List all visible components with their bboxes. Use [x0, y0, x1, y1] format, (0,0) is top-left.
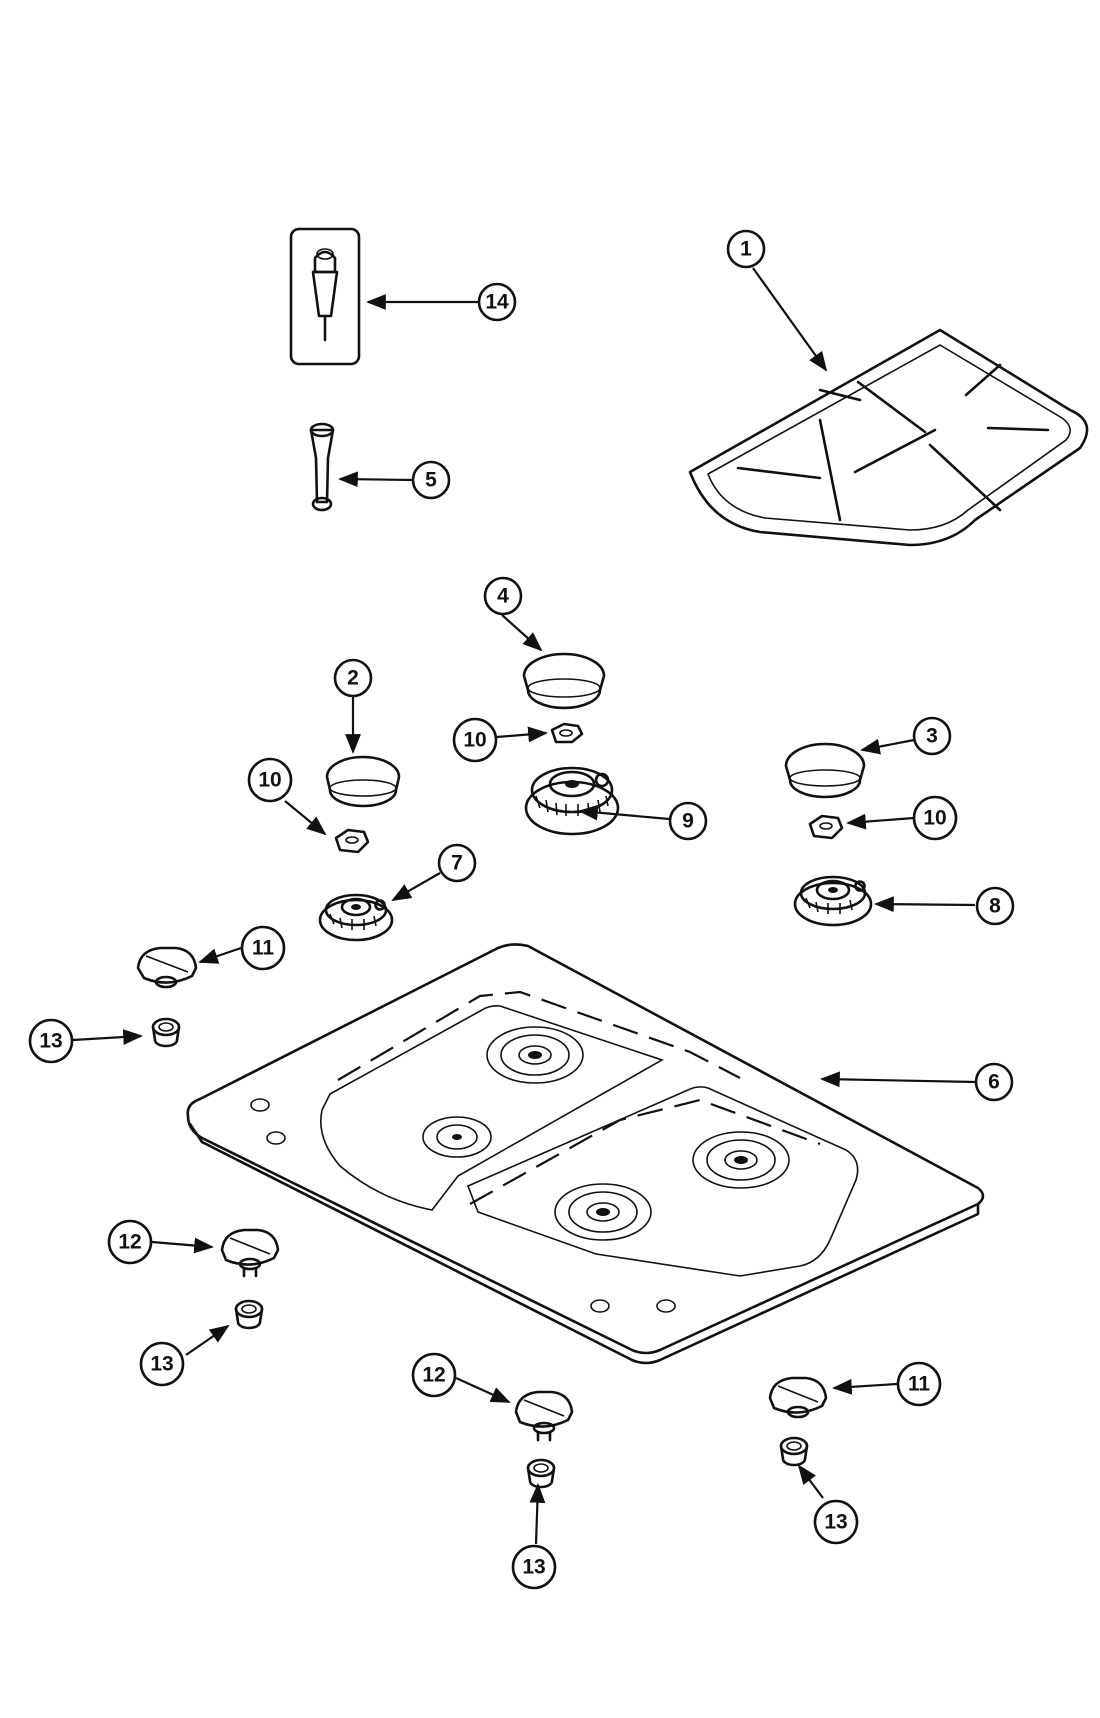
callout-4: 4: [483, 576, 523, 616]
part-grate: [688, 328, 1089, 547]
callout-label: 9: [682, 810, 694, 833]
callout-10-top: 10: [452, 717, 498, 763]
part-knob-12-bottom: [514, 1390, 574, 1442]
callout-label: 14: [485, 291, 509, 314]
callout-label: 3: [926, 725, 938, 748]
part-burner-head-right: [793, 875, 873, 927]
part-burner-cap-large: [522, 652, 606, 710]
callout-label: 2: [347, 667, 359, 690]
part-burner-cap-right: [784, 742, 866, 799]
part-knob-12-left: [220, 1228, 280, 1278]
callout-13-upper: 13: [28, 1018, 74, 1064]
leader-lines: [72, 267, 977, 1545]
callout-label: 8: [989, 895, 1001, 918]
callout-label: 13: [150, 1353, 173, 1376]
callout-label: 11: [252, 937, 275, 960]
callout-label: 10: [258, 769, 281, 792]
callout-label: 6: [988, 1071, 1000, 1094]
part-knob-11-lower: [768, 1376, 828, 1419]
callout-13-bottom: 13: [511, 1544, 557, 1590]
callout-12-bottom: 12: [411, 1352, 457, 1398]
callout-6: 6: [974, 1062, 1014, 1102]
callout-11-upper: 11: [240, 925, 286, 971]
callout-label: 13: [39, 1030, 62, 1053]
part-bezel-upper: [151, 1017, 181, 1048]
callout-label: 12: [118, 1231, 141, 1254]
callout-1: 1: [726, 229, 766, 269]
callout-11-lower: 11: [896, 1361, 942, 1407]
callout-label: 5: [425, 469, 437, 492]
part-hex-nut-top: [550, 722, 584, 744]
part-bezel-bottom: [526, 1458, 556, 1489]
callout-3: 3: [912, 716, 952, 756]
callout-label: 10: [463, 729, 486, 752]
callout-label: 11: [908, 1373, 931, 1396]
callout-13-right: 13: [813, 1499, 859, 1545]
callout-7: 7: [437, 843, 477, 883]
callout-label: 1: [740, 238, 752, 261]
part-burner-cap-small-left: [325, 755, 401, 808]
callout-label: 10: [923, 807, 946, 830]
callout-2: 2: [333, 658, 373, 698]
callout-12-left: 12: [107, 1219, 153, 1265]
callout-label: 13: [522, 1556, 545, 1579]
part-cooktop: [186, 943, 985, 1365]
callout-10-left: 10: [247, 757, 293, 803]
callout-9: 9: [668, 801, 708, 841]
part-knob-11-upper: [136, 946, 198, 989]
part-burner-head-large: [524, 766, 620, 836]
part-hex-nut-left: [334, 828, 370, 854]
callout-label: 13: [824, 1511, 847, 1534]
callout-label: 4: [497, 585, 509, 608]
callout-label: 7: [451, 852, 463, 875]
part-stem: [309, 422, 335, 512]
part-igniter: [289, 227, 361, 366]
callout-5: 5: [411, 460, 451, 500]
callout-8: 8: [975, 886, 1015, 926]
callout-label: 12: [422, 1364, 445, 1387]
part-burner-head-small: [318, 893, 394, 942]
part-bezel-left: [234, 1299, 264, 1330]
part-bezel-right: [779, 1436, 809, 1467]
callout-10-right: 10: [912, 795, 958, 841]
part-hex-nut-right: [808, 814, 844, 840]
callout-14: 14: [477, 282, 517, 322]
callout-13-left: 13: [139, 1341, 185, 1387]
